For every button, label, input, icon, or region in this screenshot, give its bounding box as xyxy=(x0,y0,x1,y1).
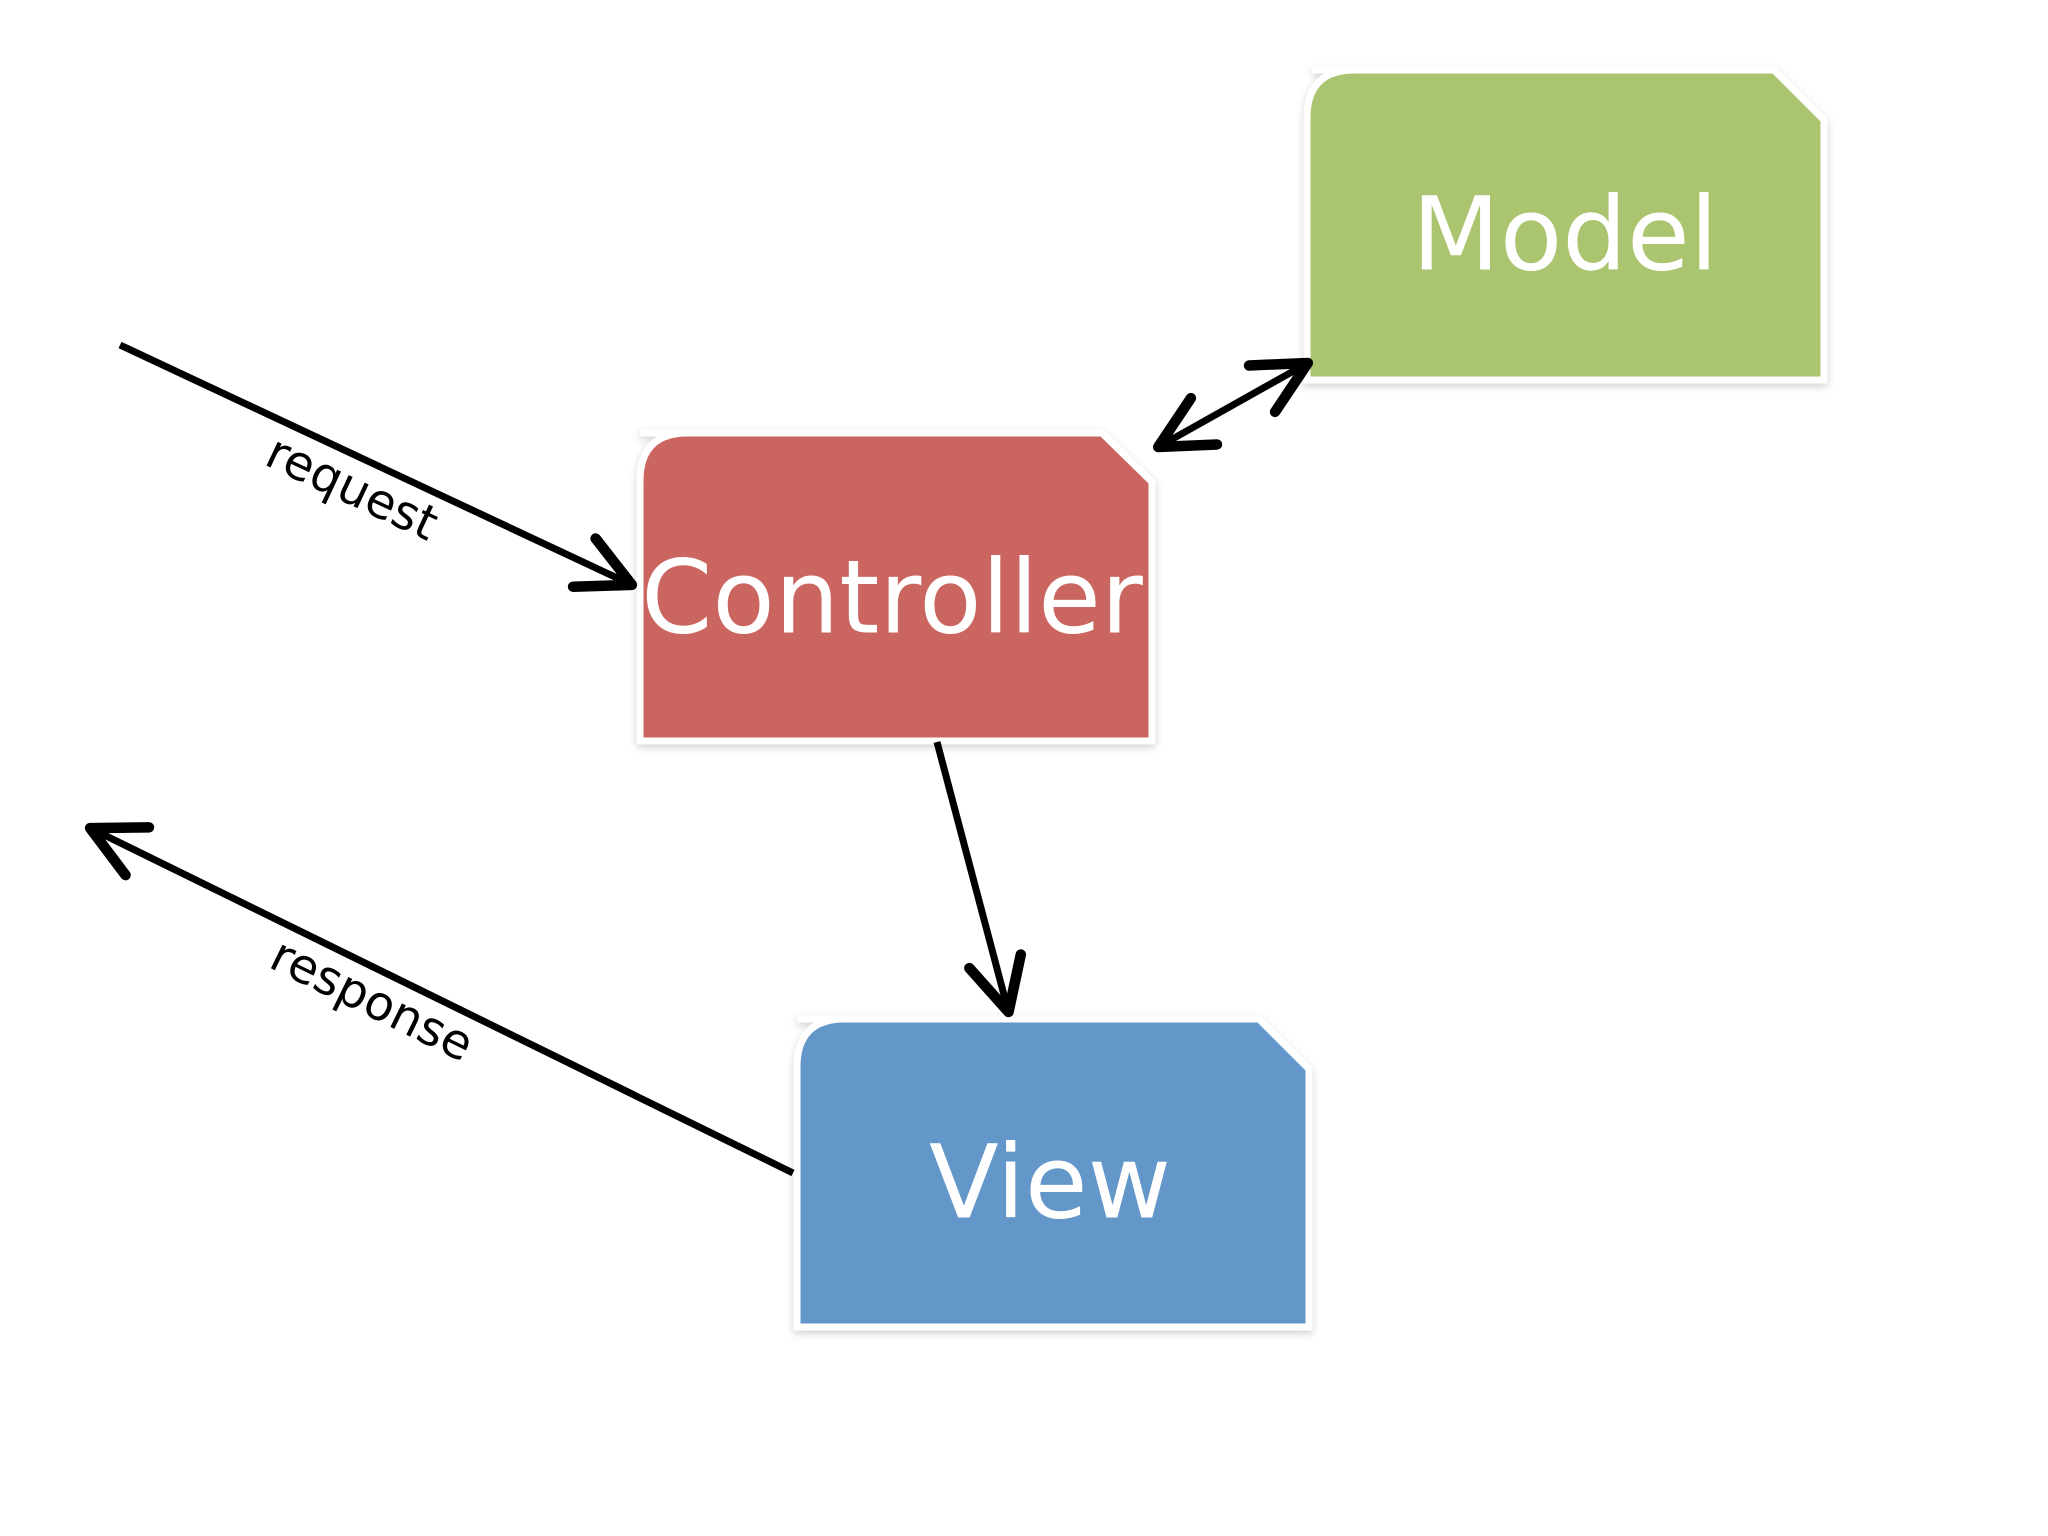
view-node: View xyxy=(793,1015,1313,1331)
controller-view-arrow xyxy=(933,741,1027,1018)
controller-shape xyxy=(636,429,1156,745)
view-label: View xyxy=(929,1124,1171,1243)
response-arrow: response xyxy=(84,822,795,1177)
controller-model-arrow xyxy=(1152,357,1314,453)
controller-node: Controller xyxy=(636,429,1156,745)
request-arrow: request xyxy=(118,341,638,592)
controller-label: Controller xyxy=(641,539,1143,658)
response-label: response xyxy=(262,927,482,1073)
model-node: Model xyxy=(1303,66,1828,384)
model-shape xyxy=(1303,66,1828,384)
view-shape xyxy=(793,1015,1313,1331)
model-label: Model xyxy=(1412,176,1718,295)
request-label: request xyxy=(258,424,447,552)
response-arrow-line xyxy=(84,822,795,1177)
request-arrow-line xyxy=(118,341,638,592)
controller-model-arrow-line xyxy=(1152,357,1314,453)
controller-view-arrow-line xyxy=(933,741,1027,1018)
